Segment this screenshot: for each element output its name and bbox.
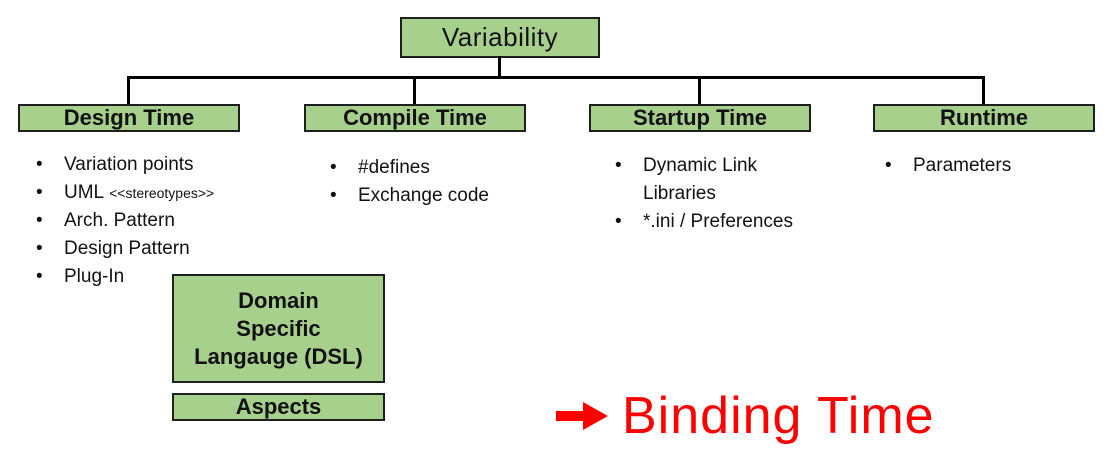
compile-time-label: Compile Time: [343, 105, 487, 130]
list-item-text: Plug-In: [64, 266, 125, 287]
list-item: Arch. Pattern: [28, 207, 280, 235]
dsl-label: Domain Specific Langauge (DSL): [194, 287, 363, 369]
list-item-text: Parameters: [913, 155, 1012, 176]
connector-drop-runtime: [982, 76, 985, 104]
list-item: *.ini / Preferences: [607, 208, 805, 236]
variability-root-box: Variability: [400, 17, 600, 58]
compile-time-list: #defines Exchange code: [322, 154, 552, 210]
variability-root-label: Variability: [441, 22, 559, 52]
design-time-list: Variation points UML<<stereotypes>> Arch…: [28, 151, 280, 291]
connector-horizontal-line: [127, 76, 985, 79]
dsl-box: Domain Specific Langauge (DSL): [172, 274, 385, 383]
binding-time-label: Binding Time: [622, 387, 935, 445]
list-item-small-text: <<stereotypes>>: [109, 185, 215, 201]
runtime-box: Runtime: [873, 104, 1095, 132]
list-item: Plug-In: [28, 263, 280, 291]
connector-drop-compile-time: [413, 76, 416, 104]
connector-drop-design-time: [127, 76, 130, 104]
list-item: Exchange code: [322, 182, 552, 210]
aspects-box: Aspects: [172, 393, 385, 421]
list-item-text: #defines: [358, 157, 430, 178]
runtime-list: Parameters: [877, 152, 1097, 180]
startup-time-label: Startup Time: [632, 105, 768, 130]
list-item-text: Arch. Pattern: [64, 210, 175, 231]
startup-time-list: Dynamic Link Libraries *.ini / Preferenc…: [607, 152, 805, 236]
list-item: Dynamic Link Libraries: [607, 152, 805, 208]
design-time-label: Design Time: [63, 105, 195, 130]
binding-time-annotation: Binding Time: [556, 386, 935, 446]
design-time-box: Design Time: [18, 104, 240, 132]
compile-time-box: Compile Time: [304, 104, 526, 132]
list-item-text: Dynamic Link Libraries: [643, 155, 758, 204]
list-item: #defines: [322, 154, 552, 182]
list-item: Parameters: [877, 152, 1097, 180]
list-item-text: UML: [64, 182, 105, 203]
runtime-label: Runtime: [940, 105, 1028, 130]
list-item-text: Variation points: [64, 154, 194, 175]
list-item-text: Design Pattern: [64, 238, 190, 259]
connector-root-stub: [498, 56, 501, 78]
list-item-text: *.ini / Preferences: [643, 211, 793, 232]
list-item-text: Exchange code: [358, 185, 489, 206]
arrow-right-icon: [556, 401, 608, 431]
list-item: Variation points: [28, 151, 280, 179]
list-item: UML<<stereotypes>>: [28, 179, 280, 207]
connector-drop-startup-time: [698, 76, 701, 104]
list-item: Design Pattern: [28, 235, 280, 263]
startup-time-box: Startup Time: [589, 104, 811, 132]
aspects-label: Aspects: [235, 394, 322, 419]
